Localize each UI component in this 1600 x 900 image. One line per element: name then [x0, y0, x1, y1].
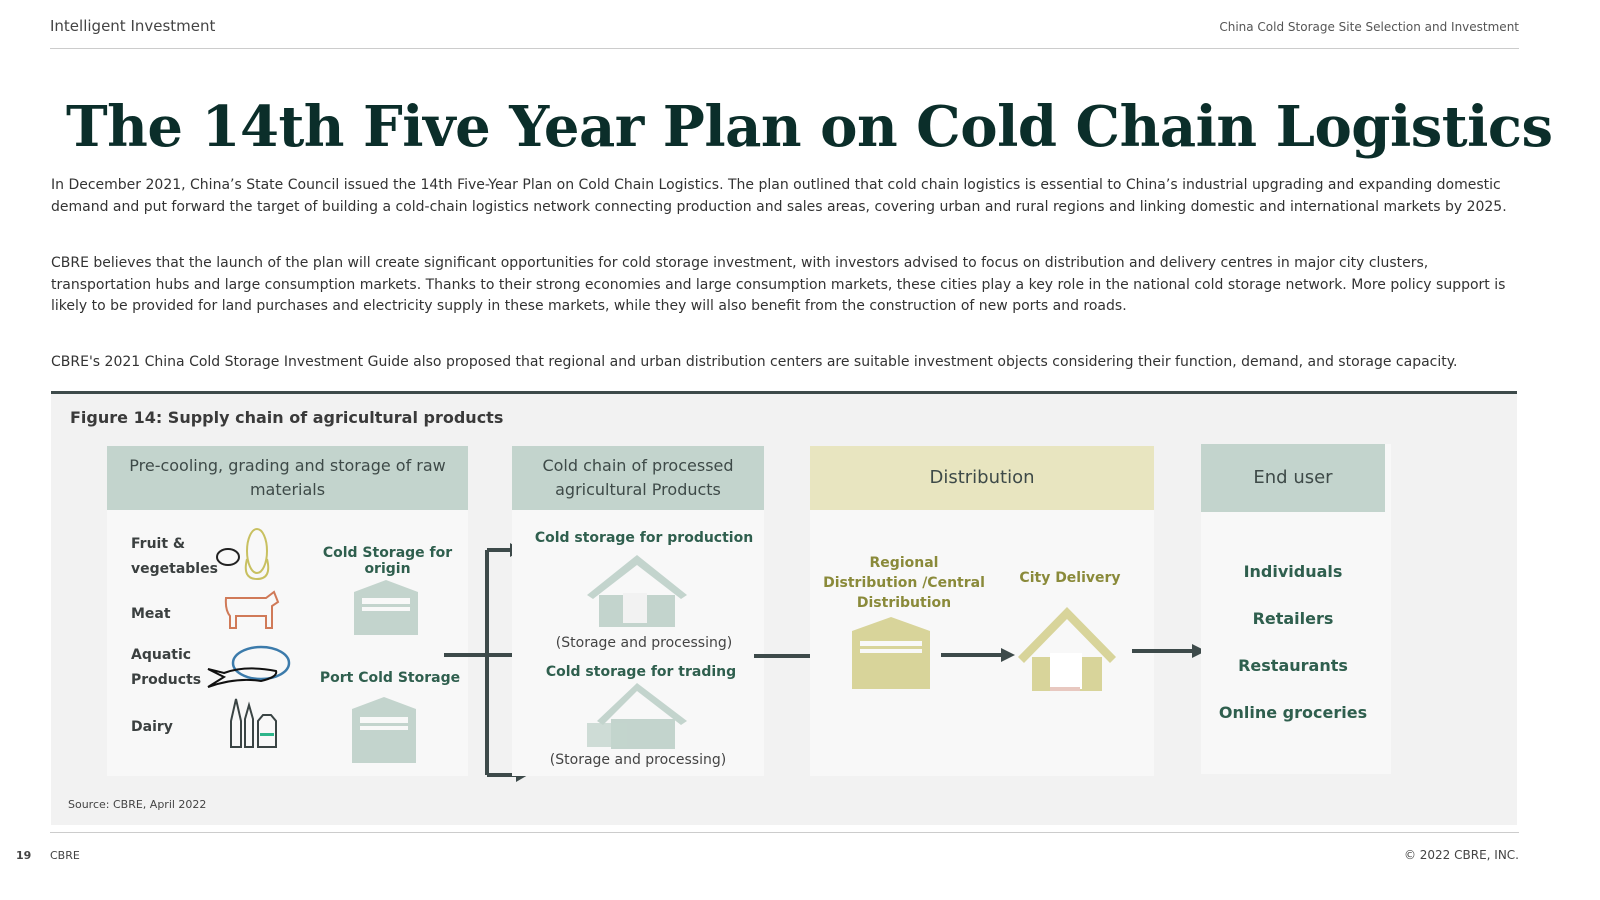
port-cold-storage-label: Port Cold Storage: [319, 670, 461, 686]
product-fruit-veg: Fruit & vegetables: [131, 536, 218, 577]
corn-eggplant-icon: [216, 528, 270, 581]
page-title: The 14th Five Year Plan on Cold Chain Lo…: [66, 94, 1553, 160]
footer-brand: CBRE: [50, 849, 80, 862]
cold-storage-origin-label: Cold Storage for origin: [322, 545, 453, 577]
city-delivery-label: City Delivery: [1019, 570, 1121, 586]
regional-distribution-label: Regional Distribution /Central Distribut…: [823, 555, 985, 611]
figure-title: Figure 14: Supply chain of agricultural …: [70, 408, 504, 427]
dairy-bottles-icon: [230, 698, 277, 748]
col-raw-materials-header: Pre-cooling, grading and storage of raw …: [107, 446, 468, 510]
production-sub: (Storage and processing): [555, 635, 733, 651]
end-user-item: Online groceries: [1218, 703, 1368, 722]
header-doc-title: China Cold Storage Site Selection and In…: [1219, 20, 1519, 34]
col-processed-header: Cold chain of processed agricultural Pro…: [512, 446, 764, 510]
warehouse-icon: [354, 580, 418, 635]
product-meat: Meat: [131, 606, 171, 622]
end-user-item: Individuals: [1243, 562, 1343, 581]
figure-source: Source: CBRE, April 2022: [68, 798, 207, 811]
product-dairy: Dairy: [131, 719, 173, 735]
arrow-icon: [941, 648, 1015, 662]
cow-icon: [224, 590, 280, 629]
cold-storage-production-label: Cold storage for production: [534, 530, 754, 546]
trading-sub: (Storage and processing): [549, 752, 727, 768]
header-brand: Intelligent Investment: [50, 17, 216, 35]
copyright: © 2022 CBRE, INC.: [1403, 848, 1519, 862]
col-end-user-header: End user: [1201, 444, 1385, 512]
paragraph-1: In December 2021, China’s State Council …: [51, 177, 1507, 215]
arrow-icon: [1132, 644, 1206, 658]
col-distribution-header: Distribution: [810, 446, 1154, 510]
storage-house-icon: [587, 555, 687, 627]
paragraph-2: CBRE believes that the launch of the pla…: [51, 255, 1506, 314]
page-number: 19: [16, 849, 32, 862]
header-divider: [50, 48, 1519, 49]
end-user-item: Retailers: [1252, 609, 1334, 628]
city-delivery-house-icon: [1018, 607, 1116, 691]
cold-storage-trading-label: Cold storage for trading: [545, 664, 737, 680]
product-aquatic: Aquatic Products: [131, 647, 202, 688]
end-user-item: Restaurants: [1238, 656, 1348, 675]
paragraph-3: CBRE's 2021 China Cold Storage Investmen…: [51, 354, 1458, 370]
warehouse-icon: [852, 617, 930, 689]
warehouse-icon: [352, 697, 416, 763]
footer-divider: [50, 832, 1519, 833]
trading-house-icon: [587, 683, 687, 749]
fish-icon: [207, 645, 291, 688]
